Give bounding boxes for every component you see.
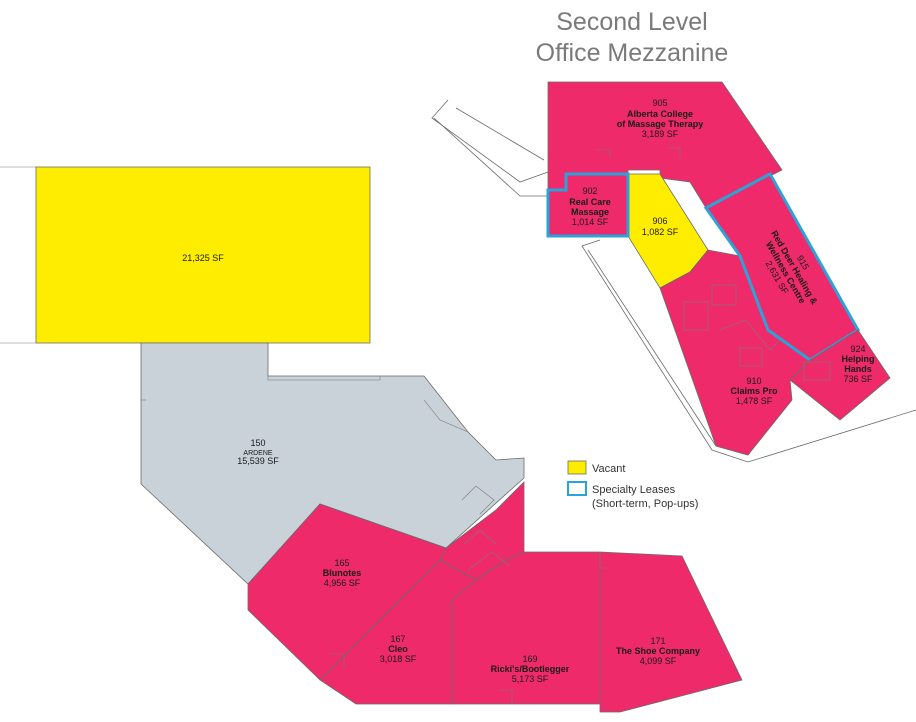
- svg-text:167: 167: [390, 634, 405, 644]
- svg-text:Helping: Helping: [842, 354, 875, 364]
- svg-text:4,099 SF: 4,099 SF: [640, 656, 677, 666]
- svg-text:15,539 SF: 15,539 SF: [237, 456, 279, 466]
- svg-text:5,173 SF: 5,173 SF: [512, 674, 549, 684]
- svg-text:Claims Pro: Claims Pro: [730, 386, 778, 396]
- svg-text:906: 906: [652, 216, 667, 226]
- mezzanine-details: [596, 147, 831, 381]
- svg-text:Real Care: Real Care: [569, 197, 611, 207]
- svg-text:924: 924: [850, 344, 865, 354]
- label-906: 906 1,082 SF: [642, 216, 679, 237]
- svg-text:4,956 SF: 4,956 SF: [324, 578, 361, 588]
- label-167: 167 Cleo 3,018 SF: [380, 634, 417, 664]
- svg-text:169: 169: [522, 654, 537, 664]
- label-169: 169 Ricki's/Bootlegger 5,173 SF: [491, 654, 570, 684]
- legend-specialty-label: Specialty Leases: [592, 484, 676, 496]
- svg-text:Ricki's/Bootlegger: Ricki's/Bootlegger: [491, 664, 570, 674]
- legend-vacant-swatch: [567, 460, 587, 475]
- label-910: 910 Claims Pro 1,478 SF: [730, 376, 778, 406]
- unit-150-details: [141, 376, 495, 515]
- svg-text:Cleo: Cleo: [388, 644, 408, 654]
- svg-text:Blunotes: Blunotes: [323, 568, 362, 578]
- legend-vacant-label: Vacant: [592, 463, 625, 475]
- svg-text:Alberta College: Alberta College: [627, 109, 693, 119]
- svg-text:171: 171: [650, 636, 665, 646]
- label-905: 905 Alberta College of Massage Therapy 3…: [617, 98, 704, 139]
- svg-text:of Massage Therapy: of Massage Therapy: [617, 119, 704, 129]
- svg-text:1,082 SF: 1,082 SF: [642, 227, 679, 237]
- unit-902[interactable]: [546, 172, 630, 238]
- svg-text:910: 910: [746, 376, 761, 386]
- unit-171[interactable]: [599, 551, 743, 713]
- svg-text:ARDENE: ARDENE: [243, 450, 273, 457]
- label-150: 150 ARDENE 15,539 SF: [237, 438, 279, 466]
- label-165: 165 Blunotes 4,956 SF: [323, 558, 362, 588]
- svg-text:905: 905: [652, 98, 667, 108]
- label-171: 171 The Shoe Company 4,099 SF: [616, 636, 700, 666]
- mezzanine-title-line1: Second Level: [556, 8, 708, 36]
- vacant-block-area: 21,325 SF: [182, 253, 224, 263]
- svg-text:736 SF: 736 SF: [843, 374, 873, 384]
- svg-text:Hands: Hands: [844, 364, 872, 374]
- svg-text:1,014 SF: 1,014 SF: [572, 217, 609, 227]
- svg-text:3,189 SF: 3,189 SF: [642, 129, 679, 139]
- svg-text:150: 150: [250, 438, 265, 448]
- label-924: 924 Helping Hands 736 SF: [842, 344, 875, 384]
- legend-specialty-swatch: [567, 481, 587, 496]
- main-level-details: [0, 166, 606, 704]
- svg-text:The Shoe Company: The Shoe Company: [616, 646, 700, 656]
- svg-text:3,018 SF: 3,018 SF: [380, 654, 417, 664]
- svg-text:Massage: Massage: [571, 207, 609, 217]
- svg-text:1,478 SF: 1,478 SF: [736, 396, 773, 406]
- legend: Vacant Specialty Leases (Short-term, Pop…: [567, 460, 698, 510]
- vacant-anchor-block[interactable]: [35, 166, 371, 344]
- svg-text:165: 165: [334, 558, 349, 568]
- unit-924[interactable]: [789, 329, 891, 421]
- legend-specialty-sublabel: (Short-term, Pop-ups): [592, 498, 698, 510]
- svg-text:902: 902: [582, 186, 597, 196]
- label-902: 902 Real Care Massage 1,014 SF: [569, 186, 611, 227]
- mezzanine-title-line2: Office Mezzanine: [536, 39, 729, 67]
